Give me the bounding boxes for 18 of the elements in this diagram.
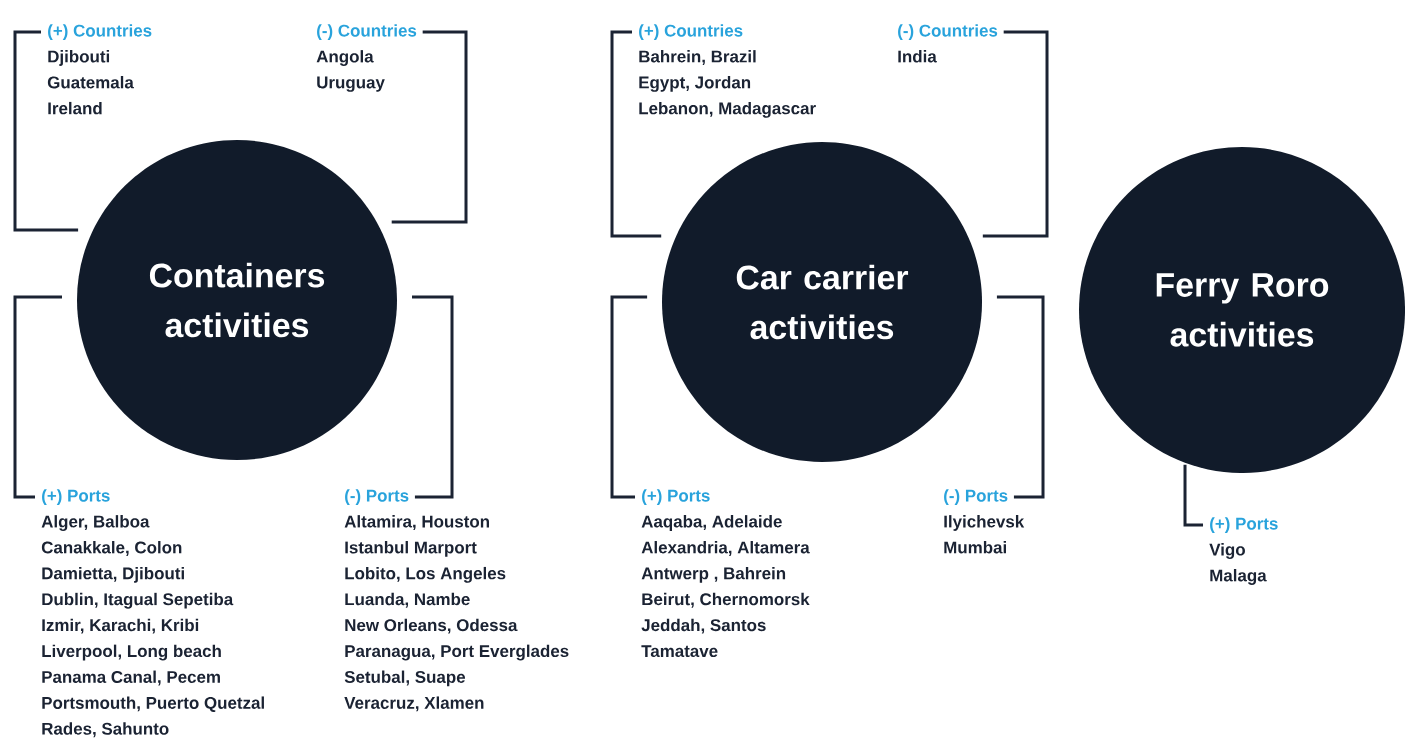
list-text: (-) Countries India bbox=[898, 24, 998, 63]
list-text: (+) Ports Aaqaba, Adelaide Alexandria, Altamera Antwerp , Bahrein Beirut, Chernomorsk Jeddah, Santos Tamatave bbox=[641, 489, 810, 658]
bracket-line bbox=[982, 30, 1049, 238]
bracket-line bbox=[610, 295, 648, 499]
bracket-line bbox=[1183, 464, 1203, 527]
list-text: (+) Countries Bahrein, Brazil Egypt, Jordan Lebanon, Madagascar bbox=[639, 24, 816, 118]
list-text: (+) Countries Djibouti Guatemala Ireland bbox=[47, 24, 152, 115]
list-text: (-) Ports Ilyichevsk Mumbai bbox=[944, 489, 1025, 554]
bracket-line bbox=[391, 30, 468, 224]
bracket-line bbox=[13, 30, 79, 232]
bracket-line bbox=[996, 295, 1045, 499]
list-text: (+) Ports Alger, Balboa Canakkale, Colon Damietta, Djibouti Dublin, Itagual Sepetiba Izmir, Karachi, Kribi Liverpool, Long beach Panama Canal, Pecem Portsmouth, Puerto Quetzal Rades, Sahunto bbox=[41, 489, 264, 738]
bracket-line bbox=[412, 295, 454, 499]
list-text: (+) Ports Vigo Malaga bbox=[1209, 517, 1278, 585]
bracket-line bbox=[610, 30, 662, 238]
list-text: (-) Ports Altamira, Houston Istanbul Marport Lobito, Los Angeles Luanda, Nambe New Orleans, Odessa Paranagua, Port Everglades Setubal, Suape Veracruz, Xlamen bbox=[344, 489, 569, 712]
bracket-line bbox=[13, 295, 62, 499]
list-text: (-) Countries Angola Uruguay bbox=[316, 24, 417, 92]
